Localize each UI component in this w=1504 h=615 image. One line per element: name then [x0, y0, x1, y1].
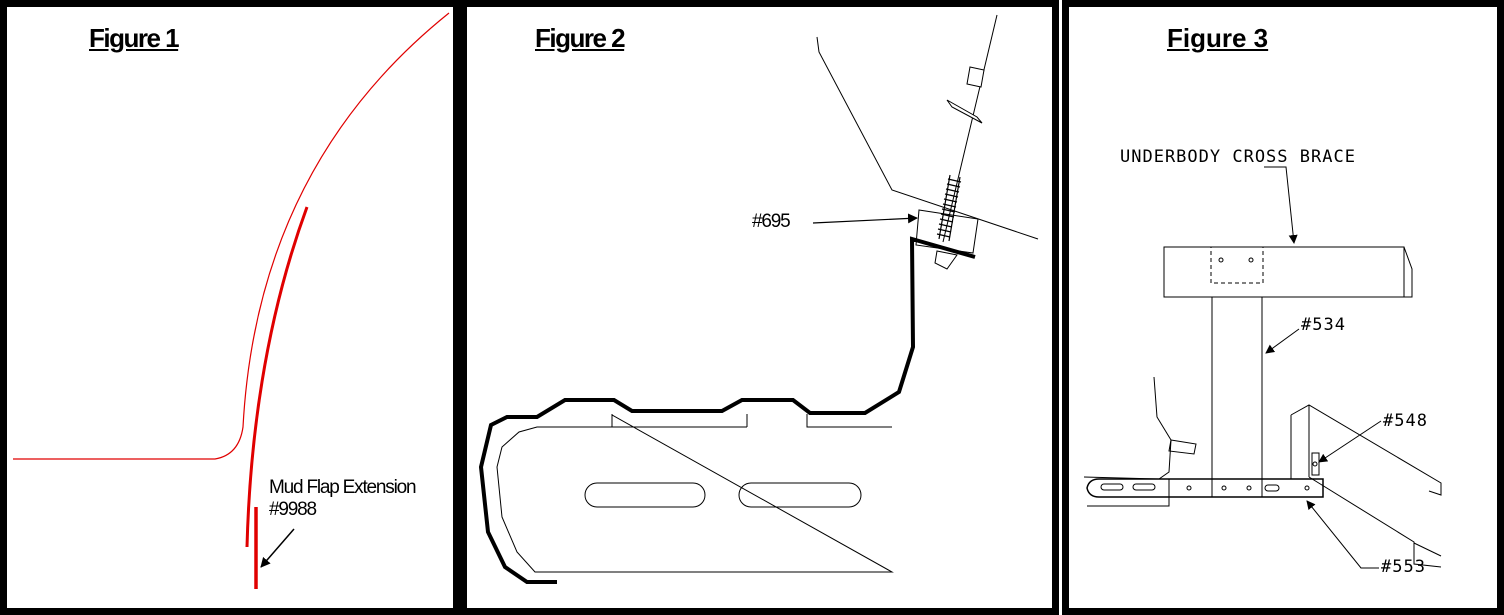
- slot-right: [738, 482, 862, 508]
- washer: [946, 99, 983, 124]
- leader-arrow-695: [812, 213, 918, 224]
- figure-2-panel: Figure 2 #695: [460, 0, 1059, 615]
- mount-plate: [496, 414, 894, 573]
- leader-553: [1306, 500, 1379, 569]
- lower-nut: [934, 250, 958, 270]
- cross-brace: [1163, 246, 1413, 298]
- leader-548: [1318, 420, 1382, 463]
- strap-534: [1211, 297, 1263, 485]
- part-label-548: #548: [1383, 411, 1428, 431]
- mud-flap-strip: [245, 206, 309, 548]
- fender-clip: [1168, 439, 1197, 455]
- mud-flap-bracket-profile: [478, 236, 976, 584]
- cross-brace-label: UNDERBODY CROSS BRACE: [1120, 147, 1356, 167]
- figure-3-drawing: [1083, 166, 1442, 569]
- figure-1-panel: Figure 1 Mud Flap Extension #9988: [0, 0, 460, 615]
- frame-rail: [1290, 404, 1442, 568]
- bracket-553: [1086, 478, 1324, 507]
- part-label-534: #534: [1301, 315, 1346, 335]
- threaded-stud: [936, 174, 962, 242]
- part-label-553: #553: [1381, 557, 1426, 577]
- fender-edge: [1083, 376, 1172, 480]
- leader-arrow-9988: [260, 528, 295, 568]
- bracket-548-hole: [1312, 461, 1318, 467]
- slot-left: [584, 482, 706, 508]
- figure-3-panel: Figure 3 UNDERBODY CROSS BRACE #534 #548…: [1062, 0, 1504, 615]
- fender-outline: [13, 12, 450, 460]
- leader-cross-brace: [1264, 166, 1298, 244]
- mounting-clip: [915, 209, 979, 254]
- figure-1-title: Figure 1: [89, 23, 180, 53]
- bolt-axis: [942, 14, 998, 243]
- nut: [966, 66, 985, 88]
- figure-2-drawing: [478, 14, 1039, 584]
- bracket-548: [1311, 452, 1320, 476]
- mud-flap-label: Mud Flap Extension: [269, 477, 417, 498]
- mud-flap-part-number: #9988: [269, 499, 317, 520]
- leader-534: [1265, 328, 1300, 354]
- figure-3-title: Figure 3: [1167, 23, 1269, 53]
- figure-2-title: Figure 2: [535, 23, 626, 53]
- mount-plate-notch: [611, 414, 748, 428]
- part-label-695: #695: [752, 211, 791, 232]
- body-panel-edge: [816, 36, 1039, 240]
- figure-1-drawing: [13, 12, 450, 589]
